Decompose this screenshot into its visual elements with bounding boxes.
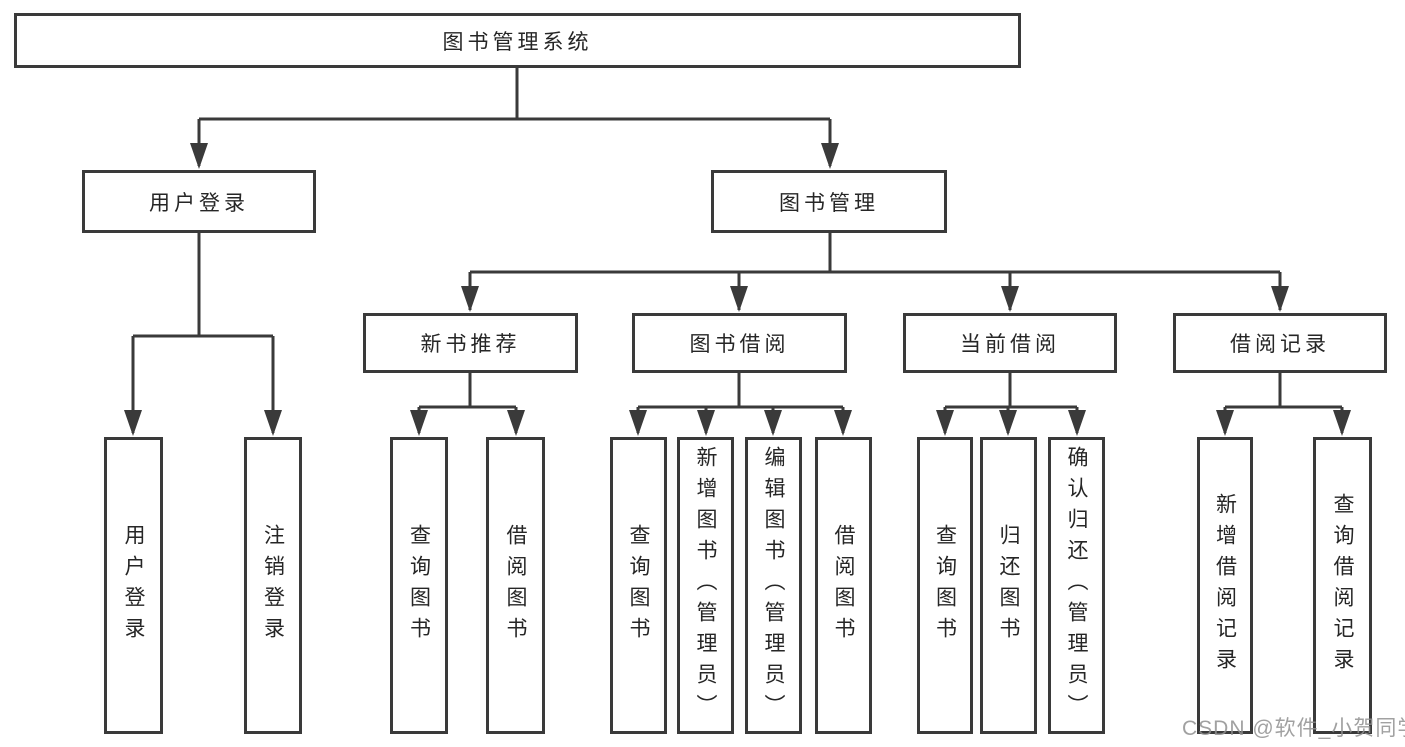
- node-confirm-return-admin: 确认归还（管理员）: [1048, 437, 1105, 734]
- node-query-books-current: 查询图书: [917, 437, 973, 734]
- node-label: 新增图书（管理员）: [694, 446, 717, 725]
- node-new-book-recommend: 新书推荐: [363, 313, 578, 373]
- node-label: 借阅图书: [832, 523, 855, 648]
- arrowhead-icons: [124, 143, 1351, 436]
- node-label: 编辑图书（管理员）: [762, 446, 785, 725]
- node-book-management: 图书管理: [711, 170, 947, 233]
- node-query-books-borrowing: 查询图书: [610, 437, 667, 734]
- node-label: 确认归还（管理员）: [1065, 446, 1088, 725]
- node-label: 借阅图书: [504, 523, 527, 648]
- node-query-borrow-record: 查询借阅记录: [1313, 437, 1372, 734]
- node-logout-action: 注销登录: [244, 437, 302, 734]
- node-borrow-books-recommend: 借阅图书: [486, 437, 545, 734]
- node-label: 归还图书: [997, 523, 1020, 648]
- node-label: 注销登录: [261, 523, 285, 648]
- node-return-books: 归还图书: [980, 437, 1037, 734]
- node-current-borrowing: 当前借阅: [903, 313, 1117, 373]
- node-user-login: 用户登录: [82, 170, 316, 233]
- connector-paths: [131, 68, 1344, 433]
- node-query-books-recommend: 查询图书: [390, 437, 448, 734]
- node-add-books-admin: 新增图书（管理员）: [677, 437, 734, 734]
- node-label: 查询借阅记录: [1331, 492, 1354, 679]
- node-label: 新增借阅记录: [1213, 492, 1237, 679]
- node-add-borrow-record: 新增借阅记录: [1197, 437, 1253, 734]
- node-book-borrowing: 图书借阅: [632, 313, 847, 373]
- node-borrowing-records: 借阅记录: [1173, 313, 1387, 373]
- node-edit-books-admin: 编辑图书（管理员）: [745, 437, 802, 734]
- node-label: 查询图书: [933, 523, 957, 648]
- node-label: 用户登录: [122, 523, 145, 648]
- node-label: 查询图书: [407, 523, 431, 648]
- node-borrow-books-borrowing: 借阅图书: [815, 437, 872, 734]
- csdn-watermark: CSDN @软件_小贺同学: [1182, 717, 1405, 740]
- node-user-login-action: 用户登录: [104, 437, 163, 734]
- node-label: 查询图书: [627, 523, 650, 648]
- node-library-system: 图书管理系统: [14, 13, 1021, 68]
